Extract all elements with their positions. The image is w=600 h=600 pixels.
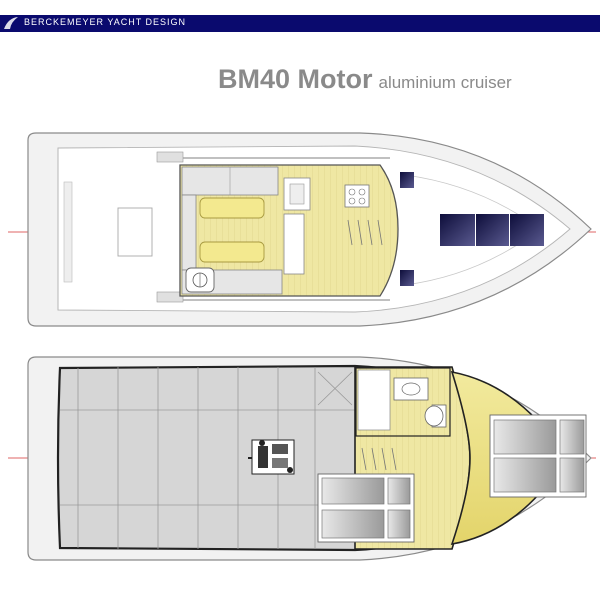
foredeck-hatch-2 [476,214,509,246]
saloon-table-fwd [199,241,265,263]
boat-type-subtitle: aluminium cruiser [378,73,512,92]
foredeck-hatch-1 [440,214,475,246]
interior-steps [361,447,397,471]
sink-icon [393,377,429,401]
saloon-table-aft [199,197,265,219]
company-logo-icon [4,17,18,29]
galley-shelf [283,213,305,275]
boat-model-title: BM40 Motor [218,64,373,94]
deck-window-port [400,172,414,188]
toilet-icon [424,404,447,428]
engine-icon [248,439,295,475]
interior-plan [8,356,596,561]
companion-steps [347,219,383,246]
company-name: BERCKEMEYER YACHT DESIGN [24,17,187,27]
stove-icon [344,184,370,208]
forward-v-berth [489,414,587,498]
title-block: BM40 Motor aluminium cruiser [218,64,512,95]
aft-cabin-berths [317,473,415,543]
aft-hatch [117,207,153,257]
helm-seat-icon [185,267,215,293]
galley-counter [283,177,311,211]
foredeck-hatch-3 [510,214,544,246]
header-bar: BERCKEMEYER YACHT DESIGN [0,15,600,32]
deck-plan [8,132,596,327]
deck-window-stbd [400,270,414,286]
